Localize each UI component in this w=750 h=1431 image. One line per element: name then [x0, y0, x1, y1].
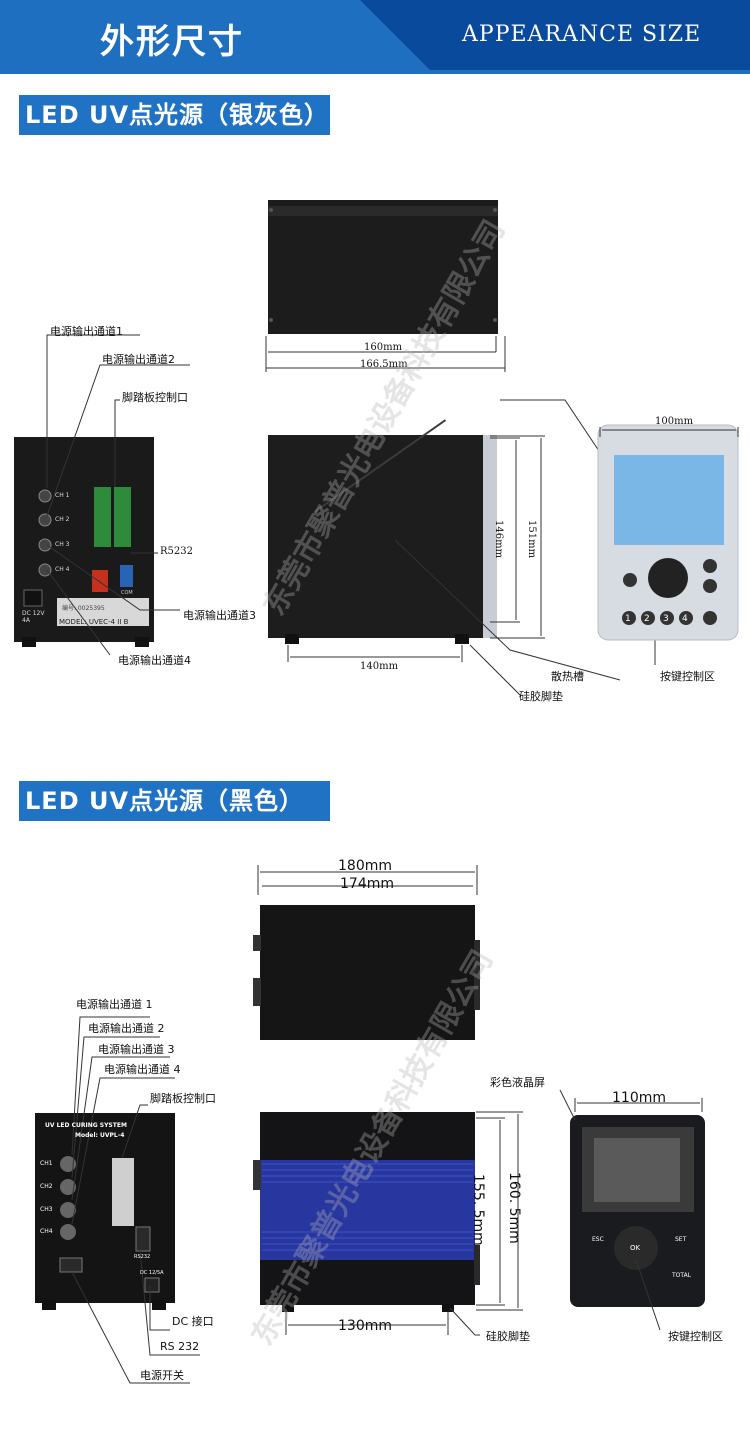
label-s2-keys: 按键控制区	[668, 1330, 723, 1343]
label-s2-rs232: RS 232	[160, 1340, 200, 1353]
dim-155: 155. 5mm	[470, 1174, 486, 1246]
ctl2-esc: ESC	[592, 1236, 604, 1243]
label-ch4: 电源输出通道4	[118, 654, 191, 667]
label-r5232: R5232	[160, 546, 193, 557]
ctl2-total: TOTAL	[672, 1272, 692, 1279]
dim-130: 130mm	[338, 1318, 392, 1334]
label-s2-dc: DC 接口	[172, 1315, 214, 1328]
label-keys: 按键控制区	[660, 670, 715, 683]
controller-silver-screen	[614, 455, 724, 545]
dim-140: 140mm	[360, 661, 399, 672]
ctl2-set: SET	[675, 1236, 687, 1243]
ctl2-ok: OK	[630, 1244, 641, 1252]
panel2-title: UV LED CURING SYSTEM	[45, 1122, 127, 1129]
ctl-key-1: 1	[625, 614, 631, 624]
label-s2-ch3: 电源输出通道 3	[98, 1043, 175, 1056]
dim-151: 151mm	[526, 520, 537, 559]
label-pedal: 脚踏板控制口	[122, 391, 188, 404]
side-view-body	[268, 435, 493, 638]
label-s2-power: 电源开关	[140, 1369, 184, 1382]
rear-panel-black-body	[35, 1113, 175, 1303]
header-title-en: APPEARANCE SIZE	[462, 22, 702, 47]
panel-com: COM	[121, 590, 133, 596]
label-s2-lcd: 彩色液晶屏	[490, 1076, 545, 1089]
label-ch2: 电源输出通道2	[102, 353, 175, 366]
label-vent: 散热槽	[551, 670, 584, 683]
header-underline	[0, 70, 750, 74]
controller-black-screen	[594, 1138, 680, 1202]
panel-ch3: CH 3	[55, 541, 70, 548]
top-view-body	[268, 200, 498, 334]
section1-title: LED UV点光源（银灰色）	[19, 95, 330, 135]
dim-180: 180mm	[338, 858, 392, 874]
dim-100: 100mm	[655, 416, 694, 427]
panel2-ch2: CH2	[40, 1183, 53, 1190]
label-ch3: 电源输出通道3	[183, 609, 256, 622]
panel-ch1: CH 1	[55, 492, 70, 499]
dim-160: 160mm	[364, 342, 403, 353]
panel2-dc: DC 12/5A	[140, 1270, 164, 1276]
vent-slots	[313, 419, 447, 513]
panel2-model: Model: UVPL-4	[75, 1132, 125, 1139]
panel2-ch4: CH4	[40, 1228, 53, 1235]
ctl-key-4: 4	[682, 614, 688, 624]
panel-dc: DC 12V 4A	[22, 610, 45, 624]
label-s2-pedal: 脚踏板控制口	[150, 1092, 216, 1105]
dim-174: 174mm	[340, 876, 394, 892]
panel-ch4: CH 4	[55, 566, 70, 573]
dim-166: 166.5mm	[360, 359, 408, 370]
panel2-rs232: RS232	[134, 1254, 151, 1260]
label-ch1: 电源输出通道1	[50, 325, 123, 338]
label-pad: 硅胶脚垫	[519, 690, 563, 703]
ctl-key-2: 2	[644, 614, 650, 624]
section2-title: LED UV点光源（黑色）	[19, 781, 330, 821]
panel2-ch3: CH3	[40, 1206, 53, 1213]
top-view-black-body	[260, 905, 475, 1040]
dim-160-5: 160. 5mm	[506, 1172, 522, 1244]
panel2-ch1: CH1	[40, 1160, 53, 1167]
label-s2-ch4: 电源输出通道 4	[104, 1063, 181, 1076]
label-s2-pad: 硅胶脚垫	[486, 1330, 530, 1343]
dim-146: 146mm	[493, 520, 504, 559]
header-title-cn: 外形尺寸	[100, 22, 244, 62]
header-bar-dark	[360, 0, 750, 70]
label-s2-ch2: 电源输出通道 2	[88, 1022, 165, 1035]
panel-ch2: CH 2	[55, 516, 70, 523]
panel-model: MODEL: UVEC-4 II B	[59, 618, 129, 626]
dim-110: 110mm	[612, 1090, 666, 1106]
ctl-key-3: 3	[663, 614, 669, 624]
panel-plate: 编号: 0025395	[62, 605, 105, 612]
label-s2-ch1: 电源输出通道 1	[76, 998, 153, 1011]
